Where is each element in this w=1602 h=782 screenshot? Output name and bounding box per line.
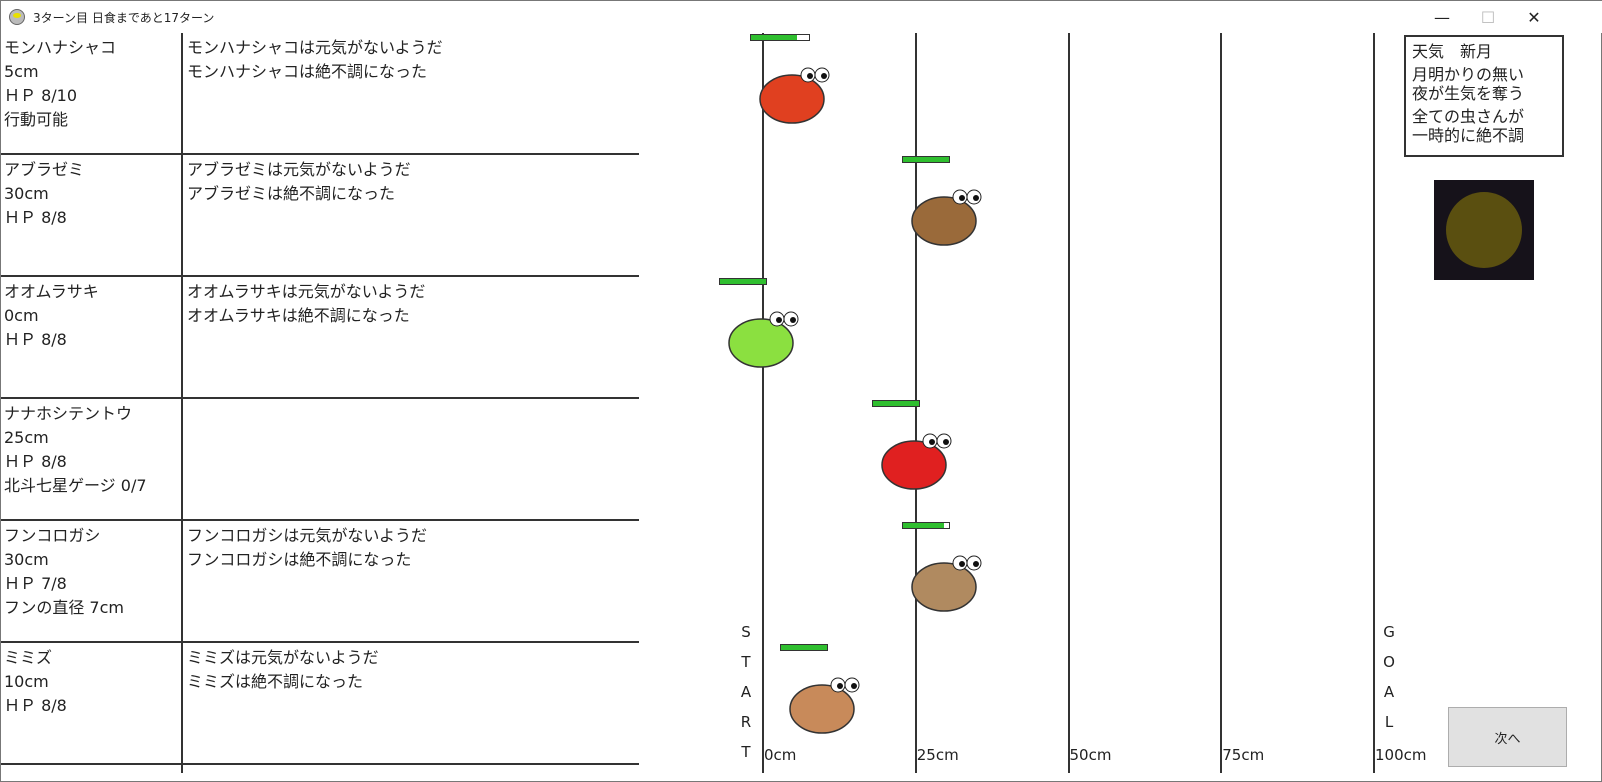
weather-line: 一時的に絶不調 (1412, 126, 1525, 145)
insect-hp: ＨＰ 8/8 (4, 452, 67, 471)
goal-letter: G (1383, 623, 1395, 641)
insect-distance: 0cm (4, 306, 39, 325)
insect-distance: 10cm (4, 672, 49, 691)
goal-letter: O (1383, 653, 1395, 671)
weather-title: 天気 新月 (1412, 42, 1493, 61)
insect-row: アブラゼミ 30cm ＨＰ 8/8 アブラゼミは元気がないようだ アブラゼミは絶… (1, 155, 639, 277)
insect-log: オオムラサキは元気がないようだ オオムラサキは絶不調になった (187, 280, 425, 328)
axis-label: 100cm (1375, 746, 1427, 764)
start-letter: T (741, 743, 751, 761)
axis-label: 50cm (1069, 746, 1112, 764)
axis-label: 0cm (764, 746, 797, 764)
insect-info: ナナホシテントウ 25cm ＨＰ 8/8 北斗七星ゲージ 0/7 (4, 402, 179, 498)
insect-hp: ＨＰ 8/10 (4, 86, 78, 105)
hp-bar (871, 400, 920, 407)
insect-row: オオムラサキ 0cm ＨＰ 8/8 オオムラサキは元気がないようだ オオムラサキ… (1, 277, 639, 399)
insect-row: モンハナシャコ 5cm ＨＰ 8/10 行動可能 モンハナシャコは元気がないよう… (1, 33, 639, 155)
next-button[interactable]: 次へ (1448, 707, 1567, 767)
weather-line: 全ての虫さんが (1412, 107, 1525, 126)
log-line: ミミズは元気がないようだ (187, 648, 379, 667)
title-bar: 3ターン目 日食まであと17ターン — ☐ ✕ (1, 1, 1602, 33)
insect-row: ナナホシテントウ 25cm ＨＰ 8/8 北斗七星ゲージ 0/7 (1, 399, 639, 521)
hp-bar (902, 522, 951, 529)
log-line: オオムラサキは絶不調になった (187, 306, 410, 325)
insect-info: フンコロガシ 30cm ＨＰ 7/8 フンの直径 7cm (4, 524, 179, 620)
insect-info: モンハナシャコ 5cm ＨＰ 8/10 行動可能 (4, 36, 179, 132)
insect-hp: ＨＰ 8/8 (4, 330, 67, 349)
insect-sprite (911, 555, 982, 612)
start-letter: R (740, 713, 752, 731)
insect-info: ミミズ 10cm ＨＰ 8/8 (4, 646, 179, 718)
insect-info: オオムラサキ 0cm ＨＰ 8/8 (4, 280, 179, 352)
insect-sprite (728, 311, 799, 368)
track-line (1067, 33, 1070, 773)
log-line: フンコロガシは元気がないようだ (187, 526, 428, 545)
goal-letter: A (1383, 683, 1395, 701)
insect-log: モンハナシャコは元気がないようだ モンハナシャコは絶不調になった (187, 36, 443, 84)
column-divider (181, 33, 183, 773)
hp-bar (780, 644, 829, 651)
close-button[interactable]: ✕ (1527, 7, 1541, 27)
start-letter: T (741, 653, 751, 671)
insect-distance: 5cm (4, 62, 39, 81)
insect-name: フンコロガシ (4, 526, 101, 545)
start-letter: A (740, 683, 752, 701)
insect-sprite (911, 189, 982, 246)
insect-info: アブラゼミ 30cm ＨＰ 8/8 (4, 158, 179, 230)
track-line (762, 33, 764, 773)
log-line: アブラゼミは絶不調になった (187, 184, 396, 203)
window-title: 3ターン目 日食まであと17ターン (33, 11, 215, 25)
track-line (1373, 33, 1375, 773)
track-line (1220, 33, 1223, 773)
weather-panel: 天気 新月 月明かりの無い夜が生気を奪う 全ての虫さんが一時的に絶不調 (1404, 35, 1564, 157)
insect-name: モンハナシャコ (4, 38, 117, 57)
insect-distance: 25cm (4, 428, 49, 447)
new-moon-image (1434, 180, 1534, 280)
maximize-button[interactable]: ☐ (1480, 7, 1496, 27)
insect-sprite (789, 677, 860, 734)
insect-status: フンの直径 7cm (4, 598, 124, 617)
log-line: モンハナシャコは絶不調になった (187, 62, 428, 81)
hp-bar (719, 278, 767, 285)
log-line: フンコロガシは絶不調になった (187, 550, 412, 569)
log-line: アブラゼミは元気がないようだ (187, 160, 411, 179)
start-letter: S (741, 623, 751, 641)
insect-name: アブラゼミ (4, 160, 85, 179)
goal-letter: L (1384, 713, 1394, 731)
insect-name: ミミズ (4, 648, 53, 667)
minimize-button[interactable]: — (1434, 7, 1450, 27)
axis-label: 25cm (916, 746, 959, 764)
log-line: オオムラサキは元気がないようだ (187, 282, 426, 301)
insect-distance: 30cm (4, 550, 49, 569)
insect-row: フンコロガシ 30cm ＨＰ 7/8 フンの直径 7cm フンコロガシは元気がな… (1, 521, 639, 643)
hp-bar (902, 156, 951, 163)
hp-bar (749, 34, 810, 41)
insect-name: ナナホシテントウ (4, 404, 133, 423)
insect-sprite (881, 433, 952, 490)
weather-line: 月明かりの無い (1412, 65, 1525, 84)
insect-hp: ＨＰ 8/8 (4, 208, 67, 227)
insect-distance: 30cm (4, 184, 49, 203)
log-line: ミミズは絶不調になった (187, 672, 364, 691)
insect-log: フンコロガシは元気がないようだ フンコロガシは絶不調になった (187, 524, 427, 572)
log-line: モンハナシャコは元気がないようだ (187, 38, 443, 57)
insect-hp: ＨＰ 7/8 (4, 574, 67, 593)
insect-log: アブラゼミは元気がないようだ アブラゼミは絶不調になった (187, 158, 411, 206)
insect-status: 北斗七星ゲージ 0/7 (4, 476, 147, 495)
weather-line: 夜が生気を奪う (1412, 84, 1525, 103)
insect-hp: ＨＰ 8/8 (4, 696, 67, 715)
insect-log: ミミズは元気がないようだ ミミズは絶不調になった (187, 646, 379, 694)
insect-name: オオムラサキ (4, 282, 99, 301)
insect-sprite (758, 67, 830, 124)
app-icon (9, 9, 25, 25)
axis-label: 75cm (1222, 746, 1265, 764)
insect-row: ミミズ 10cm ＨＰ 8/8 ミミズは元気がないようだ ミミズは絶不調になった (1, 643, 639, 765)
insect-status: 行動可能 (4, 110, 69, 129)
